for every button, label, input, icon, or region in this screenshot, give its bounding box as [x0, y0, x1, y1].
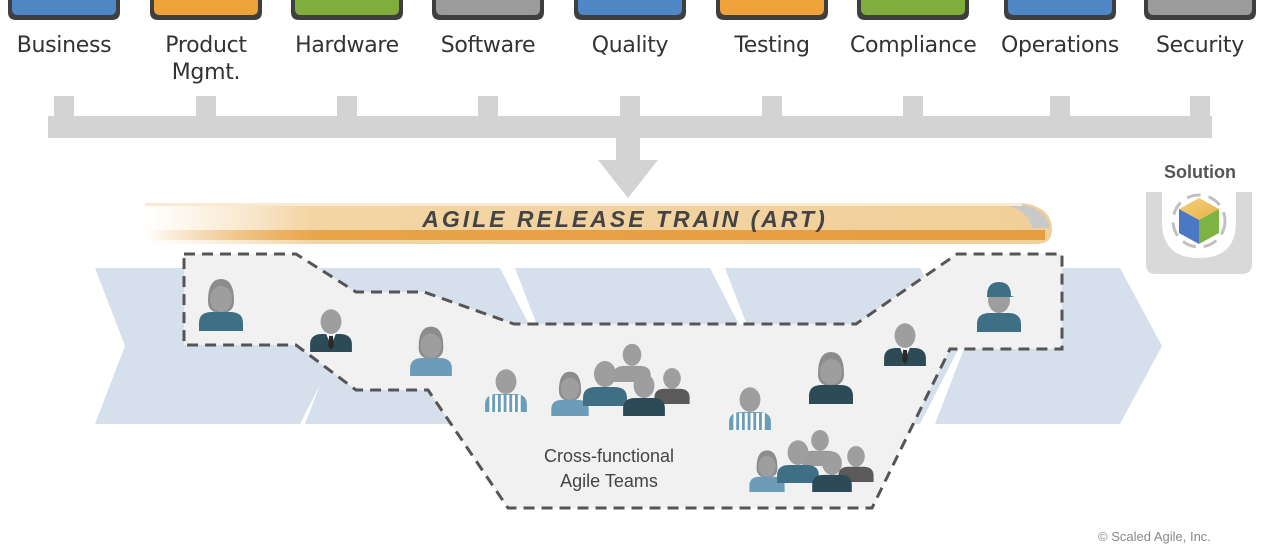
connector-tick [478, 96, 498, 116]
person-icon [777, 440, 819, 483]
stakeholder-connector [48, 96, 1212, 198]
connector-tick [1190, 96, 1210, 116]
stakeholder-tab-4 [574, 0, 686, 20]
copyright-notice: © Scaled Agile, Inc. [1098, 529, 1211, 544]
person-icon [551, 371, 589, 416]
stakeholder-tab-0 [8, 0, 120, 20]
stakeholder-label-3: Software [440, 33, 536, 58]
teams-caption-line-2: Agile Teams [560, 471, 658, 491]
connector-tick [762, 96, 782, 116]
person-icon [812, 451, 852, 492]
person-icon [410, 326, 452, 376]
stakeholder-label-7: Operations [1001, 33, 1119, 58]
stakeholder-label-8: Security [1156, 33, 1244, 58]
connector-tick [337, 96, 357, 116]
connector-tick [54, 96, 74, 116]
team-members [199, 279, 1021, 492]
stakeholder-tab-1 [150, 0, 262, 20]
person-icon [485, 369, 527, 412]
stakeholder-label-4: Quality [591, 33, 669, 58]
person-icon [749, 450, 785, 492]
teams-caption-line-1: Cross-functional [543, 446, 675, 466]
train-title: AGILE RELEASE TRAIN (ART) [421, 206, 828, 232]
connector-tick [196, 96, 216, 116]
stakeholder-tabs [8, 0, 1256, 20]
stakeholder-label-0: Business [16, 33, 112, 58]
stakeholder-label-6: Compliance [850, 33, 977, 58]
person-icon [884, 323, 926, 366]
stakeholder-tab-7 [1004, 0, 1116, 20]
person-icon [809, 352, 853, 404]
person-icon [199, 279, 243, 331]
connector-tick [620, 96, 640, 116]
stakeholder-tab-8 [1144, 0, 1256, 20]
down-arrow-icon [598, 160, 658, 198]
person-icon [310, 309, 352, 352]
person-icon [583, 361, 627, 406]
person-icon [623, 373, 665, 416]
connector-tick [903, 96, 923, 116]
person-icon [729, 387, 771, 430]
agile-release-train: AGILE RELEASE TRAIN (ART) [145, 203, 1052, 244]
stakeholder-label-2: Hardware [295, 33, 399, 58]
person-icon [977, 282, 1021, 332]
stakeholder-tab-6 [857, 0, 969, 20]
stakeholder-label-5: Testing [734, 33, 810, 58]
stakeholder-tab-5 [716, 0, 828, 20]
person-icon [654, 368, 690, 404]
stakeholder-tab-2 [291, 0, 403, 20]
solution-label: Solution [1164, 162, 1236, 182]
solution-icon [1146, 192, 1252, 274]
connector-tick [1050, 96, 1070, 116]
stakeholder-tab-3 [432, 0, 544, 20]
